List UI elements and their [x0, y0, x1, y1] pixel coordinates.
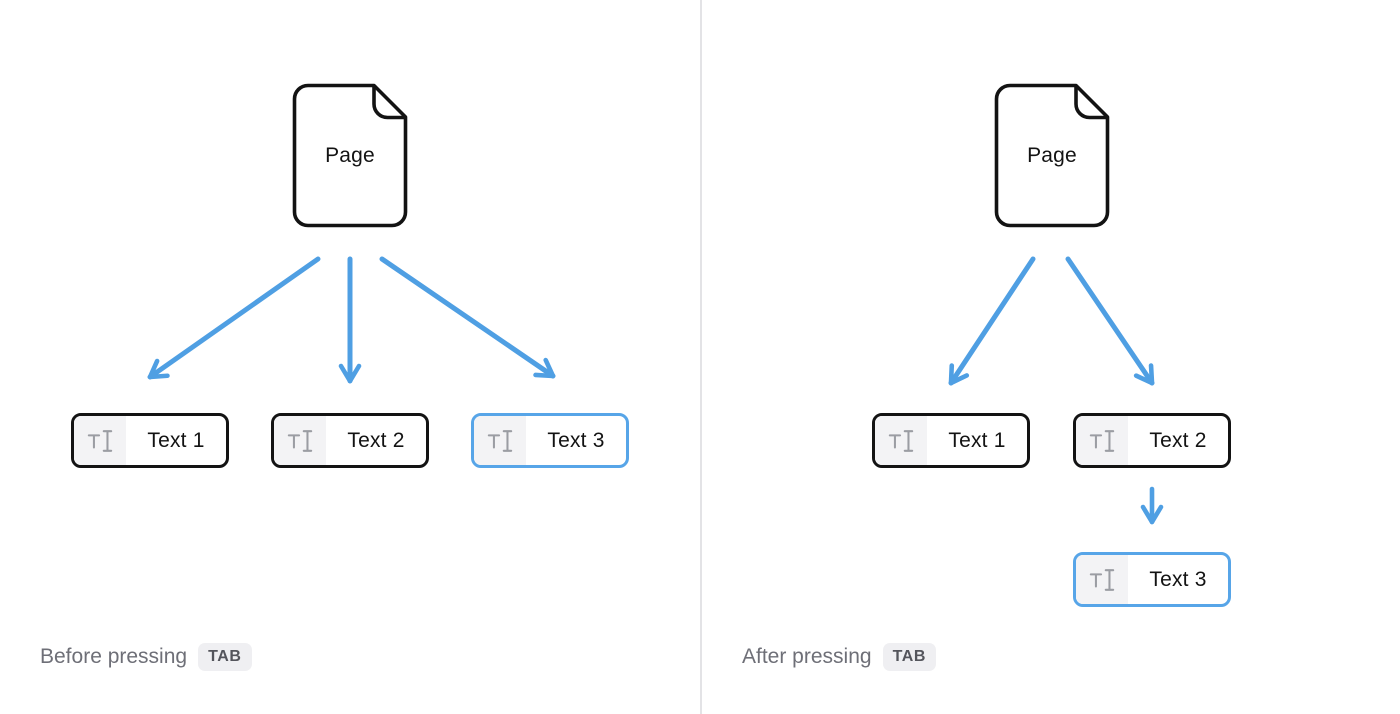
document-icon: [292, 83, 408, 228]
panel-before: Page Text 1 Text 2: [40, 82, 629, 673]
text-block-icon-cell: [274, 416, 326, 465]
page-icon: Page: [291, 82, 409, 229]
text-cursor-icon: [287, 429, 313, 452]
caption-after: After pressing TAB: [742, 640, 937, 673]
text-block-icon-cell: [74, 416, 126, 465]
block-text-3-selected: Text 3: [1073, 552, 1231, 607]
page-label: Page: [325, 143, 375, 167]
document-icon: [994, 83, 1110, 228]
block-text-1: Text 1: [872, 413, 1030, 468]
arrow-page-to-text1-icon: [948, 256, 1036, 386]
text-cursor-icon: [888, 429, 914, 452]
tab-key-badge: TAB: [882, 642, 937, 671]
text-cursor-icon: [1089, 429, 1115, 452]
block-text-1: Text 1: [71, 413, 229, 468]
text-block-icon-cell: [875, 416, 927, 465]
text-cursor-icon: [1089, 568, 1115, 591]
page-label: Page: [1027, 143, 1077, 167]
arrow-page-to-text1-icon: [147, 256, 321, 380]
arrow-page-to-text3-icon: [379, 256, 556, 379]
block-text-2: Text 2: [1073, 413, 1231, 468]
block-label: Text 1: [147, 428, 205, 452]
text-cursor-icon: [487, 429, 513, 452]
block-label: Text 3: [1149, 567, 1207, 591]
page-icon: Page: [993, 82, 1111, 229]
text-block-icon-cell: [1076, 555, 1128, 604]
text-block-icon-cell: [1076, 416, 1128, 465]
block-label: Text 2: [1149, 428, 1207, 452]
panel-divider: [700, 0, 702, 714]
text-cursor-icon: [87, 429, 113, 452]
caption-after-text: After pressing: [742, 644, 872, 668]
block-label: Text 2: [347, 428, 405, 452]
block-label: Text 3: [547, 428, 605, 452]
text-block-icon-cell: [474, 416, 526, 465]
caption-before-text: Before pressing: [40, 644, 188, 668]
caption-before: Before pressing TAB: [40, 640, 252, 673]
panel-after: Page Text 1 Text 2: [702, 0, 1400, 714]
tab-key-badge: TAB: [198, 642, 252, 671]
block-label: Text 1: [948, 428, 1006, 452]
block-text-2: Text 2: [271, 413, 429, 468]
arrow-page-to-text2-icon: [1065, 256, 1155, 386]
block-text-3-selected: Text 3: [471, 413, 629, 468]
